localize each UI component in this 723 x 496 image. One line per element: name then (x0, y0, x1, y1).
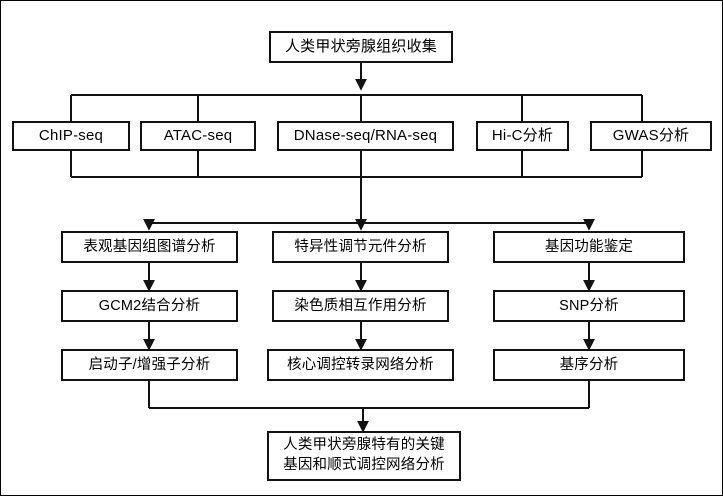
node-gwas-label: GWAS分析 (612, 126, 690, 144)
node-atac-seq-label: ATAC-seq (163, 126, 233, 144)
node-promoter-enhancer[interactable]: 启动子/增强子分析 (61, 349, 238, 381)
node-result-label: 人类甲状旁腺特有的关键 基因和顺式调控网络分析 (283, 437, 445, 473)
node-specific-regulatory-element-label: 特异性调节元件分析 (294, 238, 427, 255)
node-collect[interactable]: 人类甲状旁腺组织收集 (269, 31, 453, 63)
node-atac-seq[interactable]: ATAC-seq (140, 121, 256, 151)
node-result[interactable]: 人类甲状旁腺特有的关键 基因和顺式调控网络分析 (267, 431, 461, 481)
node-hi-c[interactable]: Hi-C分析 (476, 121, 569, 151)
node-chromatin-interaction-label: 染色质相互作用分析 (294, 297, 427, 314)
node-gcm2-binding[interactable]: GCM2结合分析 (61, 290, 238, 322)
node-epigenome-map[interactable]: 表观基因组图谱分析 (61, 231, 238, 263)
node-chip-seq-label: ChIP-seq (38, 126, 104, 144)
node-sequence-analysis[interactable]: 基序分析 (493, 349, 685, 381)
node-dnase-rna-seq-label: DNase-seq/RNA-seq (293, 126, 438, 144)
node-dnase-rna-seq[interactable]: DNase-seq/RNA-seq (277, 121, 454, 151)
node-gwas[interactable]: GWAS分析 (590, 121, 712, 151)
node-specific-regulatory-element[interactable]: 特异性调节元件分析 (272, 231, 449, 263)
node-sequence-analysis-label: 基序分析 (559, 356, 619, 373)
node-collect-label: 人类甲状旁腺组织收集 (284, 37, 437, 55)
node-promoter-enhancer-label: 启动子/增强子分析 (88, 356, 211, 373)
node-snp-analysis[interactable]: SNP分析 (493, 290, 685, 322)
node-chip-seq[interactable]: ChIP-seq (12, 121, 130, 151)
node-snp-analysis-label: SNP分析 (559, 297, 619, 314)
node-gene-function[interactable]: 基因功能鉴定 (493, 231, 685, 263)
node-epigenome-map-label: 表观基因组图谱分析 (83, 238, 216, 255)
node-gcm2-binding-label: GCM2结合分析 (98, 297, 201, 314)
node-core-regulatory-network[interactable]: 核心调控转录网络分析 (267, 349, 454, 381)
node-core-regulatory-network-label: 核心调控转录网络分析 (287, 356, 434, 373)
node-hi-c-label: Hi-C分析 (491, 126, 554, 144)
node-chromatin-interaction[interactable]: 染色质相互作用分析 (272, 290, 449, 322)
node-gene-function-label: 基因功能鉴定 (544, 238, 634, 255)
